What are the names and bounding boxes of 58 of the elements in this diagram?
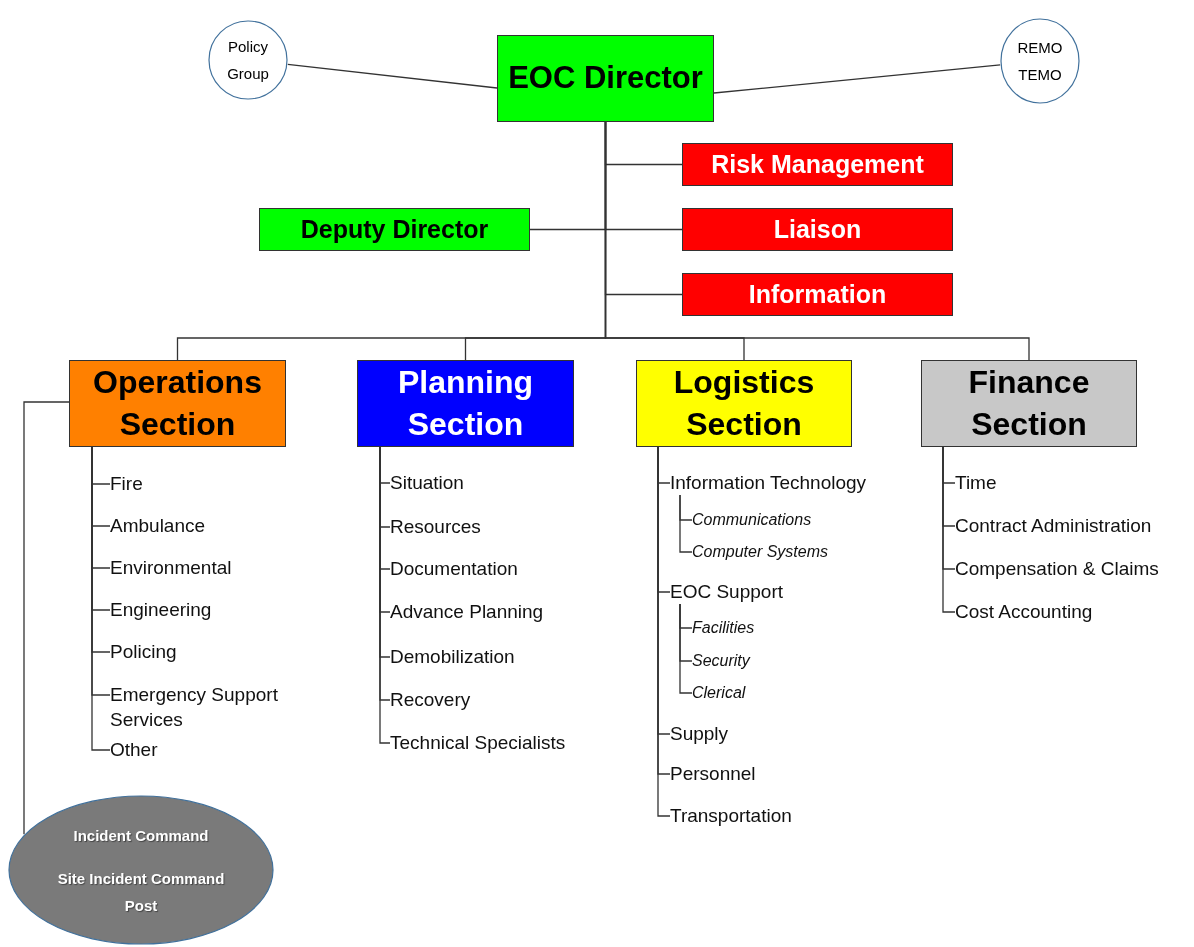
connector-line bbox=[91, 446, 111, 751]
section-box bbox=[921, 360, 1137, 447]
list-item-label: Engineering bbox=[110, 598, 305, 622]
section-box bbox=[636, 360, 852, 447]
box-label: Finance Section bbox=[967, 362, 1091, 444]
sub-item-label: Security bbox=[692, 651, 792, 671]
box-label: Logistics Section bbox=[672, 362, 816, 444]
list-item-label: Information Technology bbox=[670, 471, 905, 495]
box-label: Planning Section bbox=[396, 362, 535, 444]
role-box bbox=[682, 143, 953, 186]
box-label: Deputy Director bbox=[300, 214, 489, 246]
list-item-label: Fire bbox=[110, 472, 305, 496]
connector-line bbox=[23, 401, 70, 835]
role-box bbox=[682, 208, 953, 251]
connector-line bbox=[604, 121, 1030, 361]
section-box bbox=[357, 360, 574, 447]
box-label: Information bbox=[748, 279, 887, 311]
connector-line bbox=[679, 603, 693, 694]
section-box bbox=[69, 360, 286, 447]
list-item-label: Demobilization bbox=[390, 645, 605, 669]
list-item-label: Situation bbox=[390, 471, 605, 495]
circle-label: Policy Group bbox=[226, 37, 270, 84]
connector-line bbox=[287, 63, 498, 89]
list-item-label: Policing bbox=[110, 640, 305, 664]
list-item-label: Supply bbox=[670, 722, 790, 746]
list-item-label: Documentation bbox=[390, 557, 605, 581]
sub-item-label: Clerical bbox=[692, 683, 792, 703]
list-item-label: EOC Support bbox=[670, 580, 810, 604]
list-item-label: Compensation & Claims bbox=[955, 557, 1187, 581]
box-label: EOC Director bbox=[508, 59, 703, 98]
list-item-label: Ambulance bbox=[110, 514, 305, 538]
box-label: Liaison bbox=[773, 214, 862, 246]
connector-line bbox=[942, 446, 956, 613]
ellipse-label: Site Incident Command Post bbox=[56, 868, 226, 916]
list-item-label: Advance Planning bbox=[390, 600, 605, 624]
list-item-label: Other bbox=[110, 738, 305, 762]
list-item-label: Environmental bbox=[110, 556, 305, 580]
list-item-label: Transportation bbox=[670, 804, 820, 828]
list-item-label: Resources bbox=[390, 515, 605, 539]
ellipse-label: Incident Command bbox=[72, 825, 210, 846]
circle-label: REMO TEMO bbox=[1016, 38, 1064, 85]
sub-item-label: Communications bbox=[692, 510, 842, 530]
list-item-label: Technical Specialists bbox=[390, 731, 605, 755]
list-item-label: Time bbox=[955, 471, 1187, 495]
list-item-label: Recovery bbox=[390, 688, 605, 712]
role-box bbox=[497, 35, 714, 122]
list-item-label: Contract Administration bbox=[955, 514, 1187, 538]
role-box bbox=[682, 273, 953, 316]
list-item-label: Cost Accounting bbox=[955, 600, 1187, 624]
connector-line bbox=[679, 494, 693, 553]
list-item-label: Emergency Support Services bbox=[110, 682, 305, 732]
box-label: Risk Management bbox=[711, 149, 924, 181]
sub-item-label: Facilities bbox=[692, 618, 792, 638]
role-box bbox=[259, 208, 530, 251]
list-item-label: Personnel bbox=[670, 762, 790, 786]
sub-item-label: Computer Systems bbox=[692, 542, 857, 562]
box-label: Operations Section bbox=[92, 362, 263, 444]
connector-line bbox=[713, 64, 1001, 94]
